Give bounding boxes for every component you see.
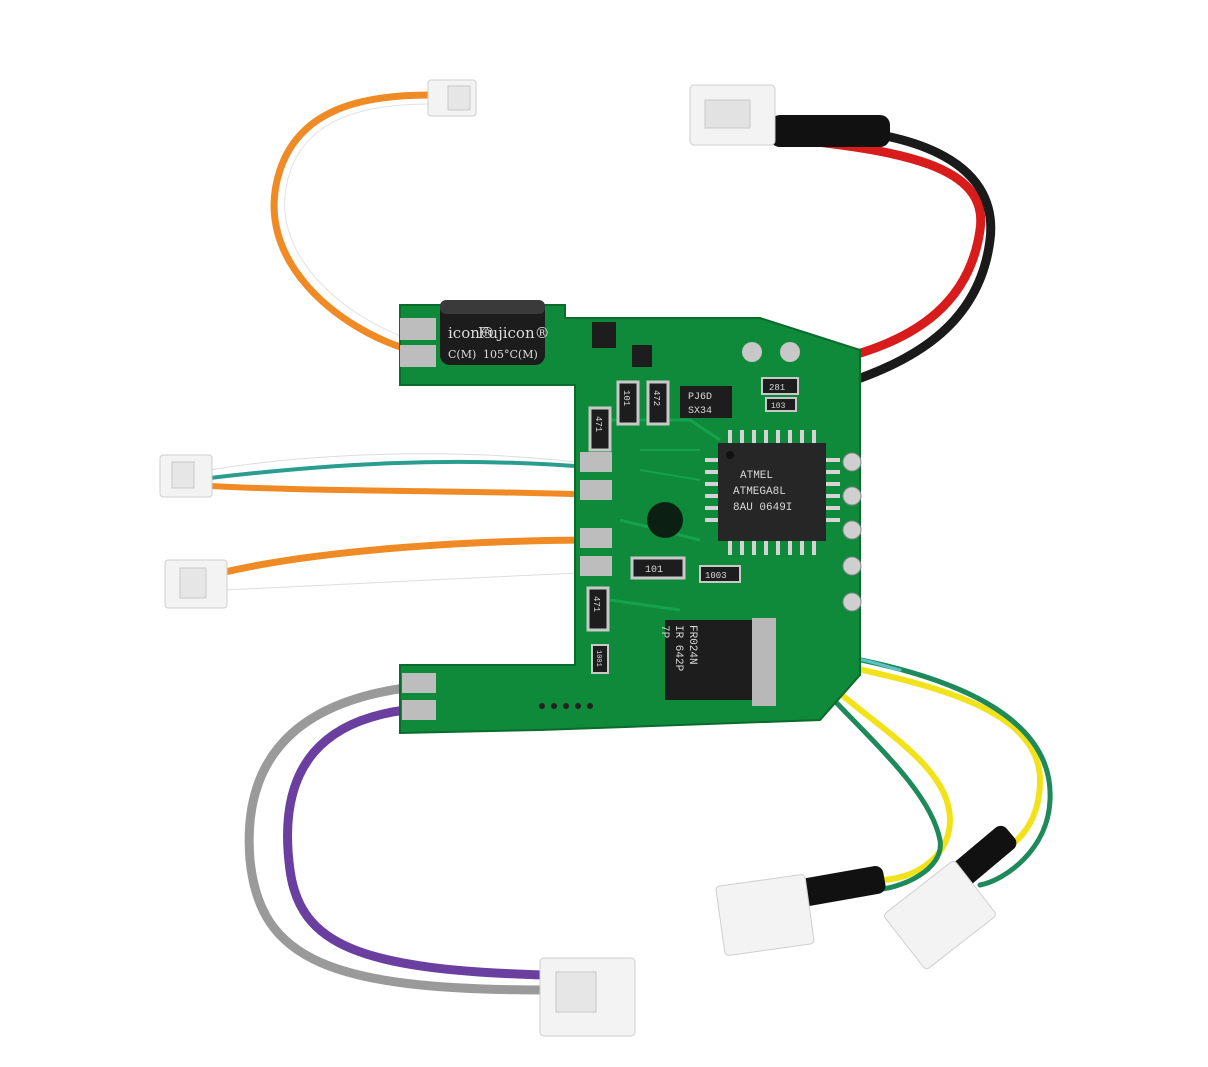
svg-text:101: 101 [621,390,631,406]
svg-text:Fujicon®: Fujicon® [478,324,550,342]
resistor-103: 103 [765,397,797,412]
svg-text:SX34: SX34 [688,406,712,417]
svg-text:FR024N: FR024N [686,625,698,665]
svg-text:IR 642P: IR 642P [672,625,684,672]
svg-text:ATMEL: ATMEL [740,470,773,482]
resistor-1001: 1001 [591,644,609,674]
svg-text:1003: 1003 [705,571,727,581]
microcontroller-chip: ATMEL ATMEGA8L 8AU 0649I [705,430,840,555]
programming-header [539,703,593,709]
svg-text:471: 471 [591,596,601,612]
capacitor: icon® Fujicon® C(M) 105°C(M) [440,300,550,365]
resistor-1003: 1003 [699,565,741,583]
transistor-top [592,322,652,367]
connector-top-right [689,84,776,146]
wire-top-left [270,91,434,354]
svg-text:281: 281 [769,383,785,393]
svg-text:PJ6D: PJ6D [688,392,712,403]
schottky-diode: PJ6D SX34 [680,386,732,418]
svg-text:7P: 7P [658,625,670,639]
resistor-281: 281 [761,377,799,395]
connector-bottom-right-1 [715,874,815,956]
via-holes [842,452,862,612]
svg-text:105°C(M): 105°C(M) [483,348,538,361]
svg-text:471: 471 [593,416,603,432]
solder-points-top [742,342,800,362]
svg-text:472: 472 [651,390,661,406]
svg-text:ATMEGA8L: ATMEGA8L [733,486,786,498]
svg-text:1001: 1001 [594,650,602,667]
connector-bottom-left [539,957,636,1037]
wire-bottom-left [244,683,550,995]
svg-text:C(M): C(M) [448,348,476,361]
svg-text:icon®: icon® [448,324,495,342]
resistor-101-top: 101 [616,380,640,426]
connector-mid-left-2 [164,559,228,609]
svg-text:103: 103 [771,402,786,411]
voltage-regulator: FR024N IR 642P 7P [658,618,776,706]
heatshrink-top-right [770,115,890,147]
svg-text:101: 101 [645,565,663,576]
resistor-472: 472 [646,380,670,426]
connector-mid-left-1 [159,454,213,498]
wire-mid-left-1 [207,450,603,498]
connector-top-left [427,79,477,117]
wire-mid-left-2 [221,536,604,593]
connector-bottom-right-2 [884,860,996,970]
resistor-101-mid: 101 [630,556,686,580]
resistor-471-bottom: 471 [586,586,610,632]
resistor-471-top: 471 [588,406,612,452]
svg-text:8AU 0649I: 8AU 0649I [733,502,792,514]
